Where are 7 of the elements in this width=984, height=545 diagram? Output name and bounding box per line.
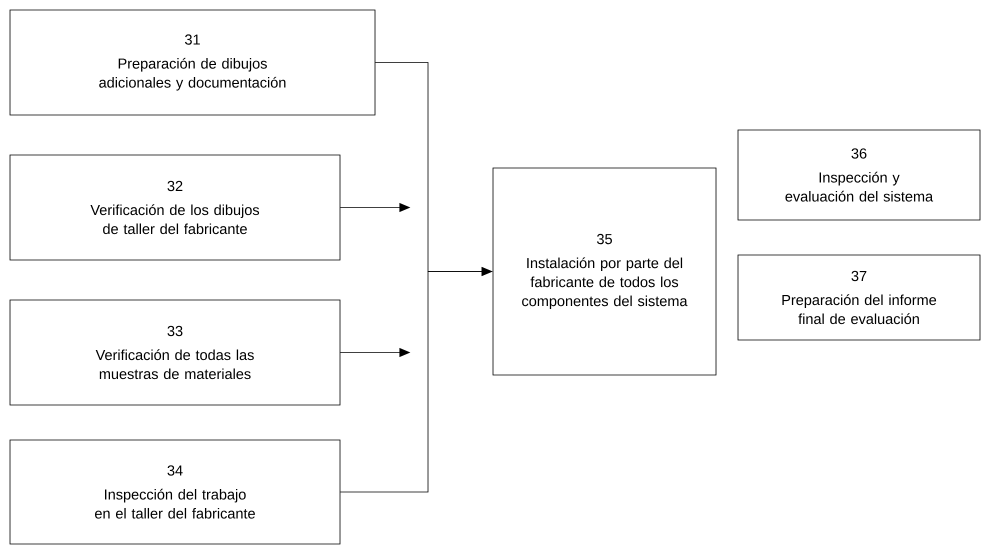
process-box: 33 Verificación de todas las muestras de materiales [10,300,340,406]
process-box: 32 Verificación de los dibujos de taller del fabricante [10,154,340,260]
process-box: 37 Preparación del informe final de evaluación [738,254,980,340]
process-box: 31 Preparación de dibujos adicionales y documentación [10,10,376,116]
process-box: 36 Inspección y evaluación del sistema [738,130,980,220]
process-box: 35 Instalación por parte del fabricante de todos los componentes del sistema [492,168,716,376]
process-box: 34 Inspección del trabajo en el taller del fabricante [10,440,340,544]
